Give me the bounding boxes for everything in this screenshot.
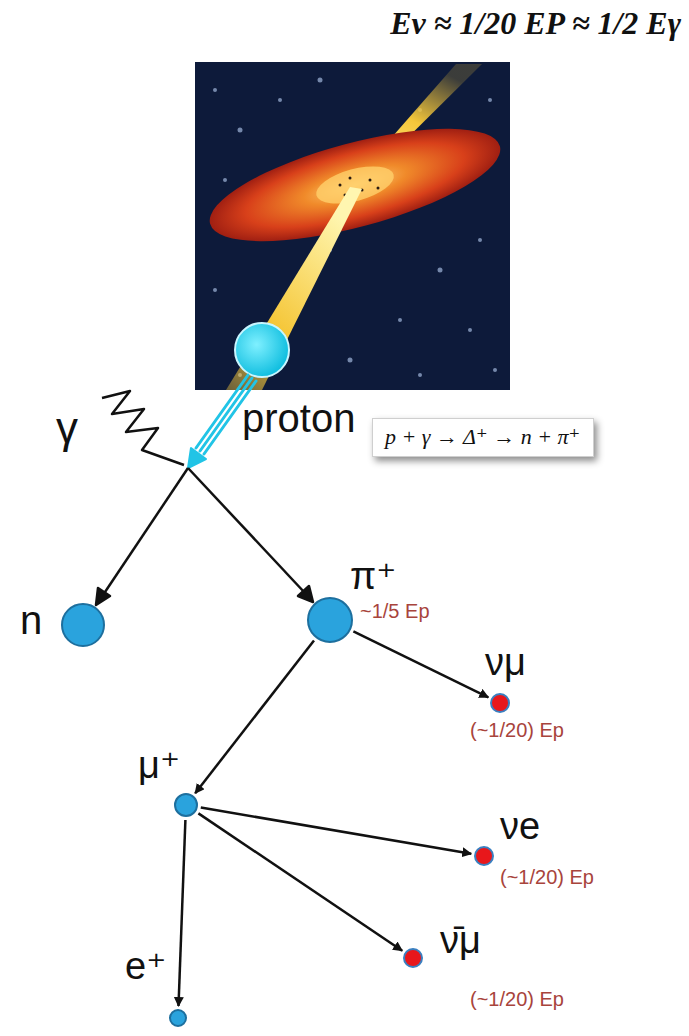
particle-label: π⁺: [350, 556, 396, 598]
reaction-box: p + γ → Δ⁺ → n + π⁺: [372, 418, 594, 457]
particle-circle: π⁺~1/5 Ep: [307, 597, 353, 643]
decay-arrow: [201, 808, 471, 854]
energy-fraction: (~1/20) Ep: [470, 719, 564, 741]
decay-arrow: [198, 813, 402, 950]
decay-arrow: [179, 820, 186, 1006]
energy-fraction: ~1/5 Ep: [360, 600, 430, 622]
particle-label: e⁺: [125, 946, 166, 988]
particle-circle: n: [61, 603, 105, 647]
photon-label: γ: [56, 404, 78, 452]
particle-label: ν̄μ: [440, 920, 481, 962]
neutrino-dot: ν̄μ(~1/20) Ep: [403, 948, 423, 968]
energy-fraction: (~1/20) Ep: [500, 866, 594, 888]
particle-circle: e⁺: [169, 1009, 187, 1027]
reaction-formula: p + γ → Δ⁺ → n + π⁺: [385, 425, 581, 449]
particle-label: proton: [242, 396, 355, 440]
neutrino-dot: νe(~1/20) Ep: [474, 846, 494, 866]
energy-fraction: (~1/20) Ep: [470, 988, 564, 1010]
decay-arrow: [353, 631, 488, 697]
particle-label: n: [20, 598, 42, 642]
particle-label: νe: [500, 806, 540, 848]
photon-wiggle: [102, 391, 184, 465]
vertex-arrows: [96, 468, 313, 605]
neutrino-dot: νμ(~1/20) Ep: [490, 693, 510, 713]
agn-picture: [195, 62, 511, 390]
particle-circle: μ⁺: [174, 793, 198, 817]
particle-label: νμ: [485, 642, 526, 684]
particle-label: μ⁺: [138, 745, 180, 787]
decay-arrow: [195, 641, 314, 794]
energy-relation: Eν ≈ 1/20 EP ≈ 1/2 Eγ: [390, 6, 681, 41]
